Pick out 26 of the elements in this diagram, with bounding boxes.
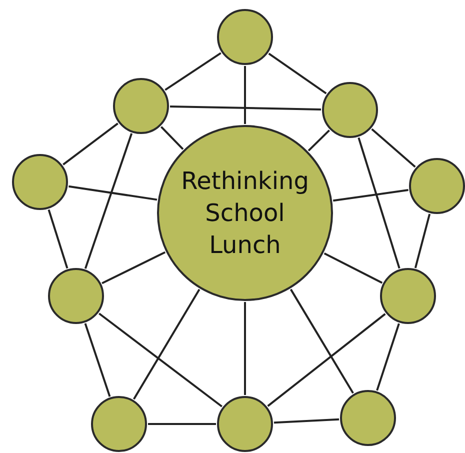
connector-line [274, 418, 340, 424]
connector-line [84, 323, 111, 397]
connector-line [98, 312, 222, 408]
connector-line [244, 302, 246, 395]
connector-line [333, 189, 408, 202]
connector-line [48, 209, 68, 269]
connector-line [68, 185, 158, 201]
connector-line [414, 214, 431, 268]
connector-line [170, 106, 322, 110]
connector-line [84, 133, 133, 269]
connector-line [160, 126, 184, 150]
topic-title: Rethinking School Lunch [180, 166, 310, 261]
connector-line [62, 122, 118, 166]
connector-line [268, 52, 327, 94]
connector-line [290, 288, 354, 394]
connector-line [148, 423, 216, 425]
connector-line [371, 128, 416, 168]
connector-line [164, 52, 222, 91]
connector-line [358, 137, 400, 269]
connector-line [324, 252, 383, 284]
connector-line [308, 130, 330, 152]
connector-line [267, 313, 386, 407]
connector-line [376, 323, 400, 391]
connector-line [102, 251, 166, 284]
connector-line [244, 66, 246, 124]
connector-line [133, 288, 200, 400]
